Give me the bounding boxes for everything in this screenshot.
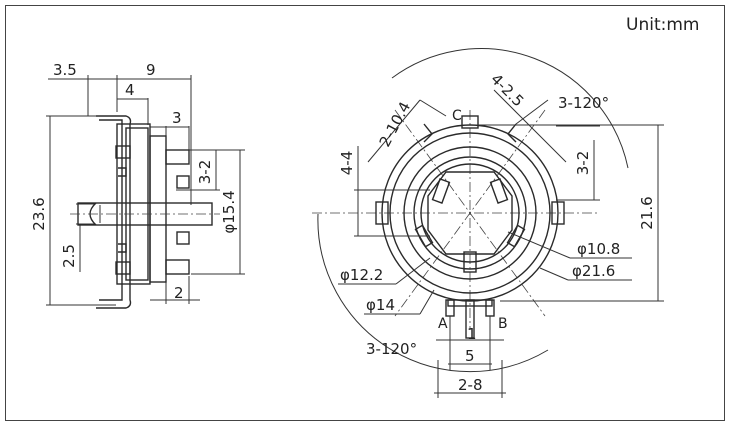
terminal-a-label: A [438, 316, 448, 332]
dim-angle-top: 3-120° [558, 94, 609, 112]
dim-d-14: φ14 [366, 296, 395, 314]
dim-angle-bottom: 3-120° [366, 340, 417, 358]
dim-footprint: 2-8 [458, 376, 483, 394]
side-view: 3.5 9 4 3 23.6 2.5 3-2 φ15.4 2 [30, 61, 245, 309]
dim-slots: 2-10.4 [376, 99, 415, 150]
dim-height-front: 21.6 [638, 196, 656, 229]
dim-shaft-offset: 3.5 [53, 61, 77, 79]
dim-slot: 3-2 [196, 160, 214, 185]
side-view-body [70, 115, 220, 309]
dim-pin-pitch: 1 [467, 325, 477, 343]
dim-total-depth: 9 [146, 61, 156, 79]
terminal-b-label: B [498, 316, 508, 332]
dim-height: 23.6 [30, 197, 48, 230]
dim-bottom: 2 [174, 284, 184, 302]
dim-d-outer: φ21.6 [572, 262, 615, 280]
front-view: C A B 2-10.4 4-4 4-2.5 3-120° 3-120° 3-2… [312, 48, 664, 398]
dim-d-122: φ12.2 [340, 266, 383, 284]
dim-notches: 4-2.5 [487, 70, 527, 110]
dim-right-slot: 3-2 [574, 151, 592, 176]
drawing-border [5, 5, 725, 421]
dim-diameter: φ15.4 [220, 190, 238, 233]
dim-d-inner: φ10.8 [577, 240, 620, 258]
dim-pin-span: 5 [465, 347, 475, 365]
terminal-c-label: C [452, 108, 462, 124]
dim-pitch: 2.5 [60, 244, 78, 268]
dim-body-depth: 4 [125, 81, 135, 99]
dim-flange: 3 [172, 109, 182, 127]
dim-left-slot: 4-4 [338, 151, 356, 176]
unit-label: Unit:mm [626, 15, 699, 35]
front-view-body [375, 115, 565, 339]
